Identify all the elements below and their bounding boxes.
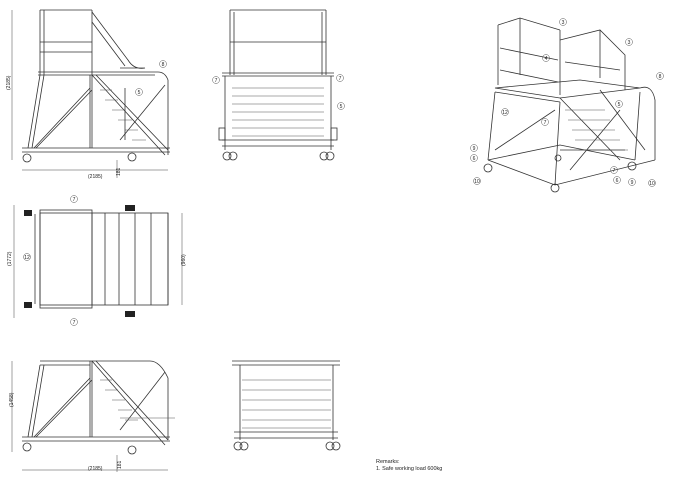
remarks: Remarks: 1. Safe working load 600kg [376,459,442,473]
balloon: 10 [474,179,480,185]
dim-plan-step-width: (960) [181,254,187,266]
balloon: 9 [473,146,476,152]
balloon: 7 [215,78,218,84]
remarks-title: Remarks: [376,459,400,465]
isometric-view: 3 3 4 8 5 12 7 9 6 10 7 6 9 10 [470,17,664,193]
balloon: 6 [473,156,476,162]
side-view: (2185) (2185) 181 8 5 [6,9,170,180]
balloon: 7 [544,120,547,126]
balloon: 7 [613,168,616,174]
dim-side-length: (2185) [88,174,103,180]
balloon: 12 [24,255,30,261]
balloon: 8 [659,74,662,80]
dim-caster-height: 181 [116,167,122,176]
front-view: 7 7 5 [212,9,345,161]
lower-side-view: (1458) (2185) 181 [9,360,175,472]
dim-lower-caster: 181 [117,460,123,469]
balloon: 12 [502,110,508,116]
plan-view: (1772) (960) 7 12 7 [7,195,187,326]
remark-item: 1. Safe working load 600kg [376,466,443,472]
lower-front-view [232,360,341,451]
balloon: 4 [545,56,548,62]
balloon: 7 [339,76,342,82]
balloon: 5 [618,102,621,108]
dim-side-height: (2185) [6,75,12,90]
dim-lower-length: (2185) [88,466,103,472]
balloon: 7 [73,197,76,203]
balloon: 5 [340,104,343,110]
dim-lower-height: (1458) [9,392,15,407]
balloon: 7 [73,320,76,326]
balloon: 8 [162,62,165,68]
dim-plan-width: (1772) [7,251,13,266]
balloon: 3 [562,20,565,26]
balloon: 6 [616,178,619,184]
balloon: 3 [628,40,631,46]
balloon: 5 [138,90,141,96]
balloon: 10 [649,181,655,187]
balloon: 9 [631,180,634,186]
